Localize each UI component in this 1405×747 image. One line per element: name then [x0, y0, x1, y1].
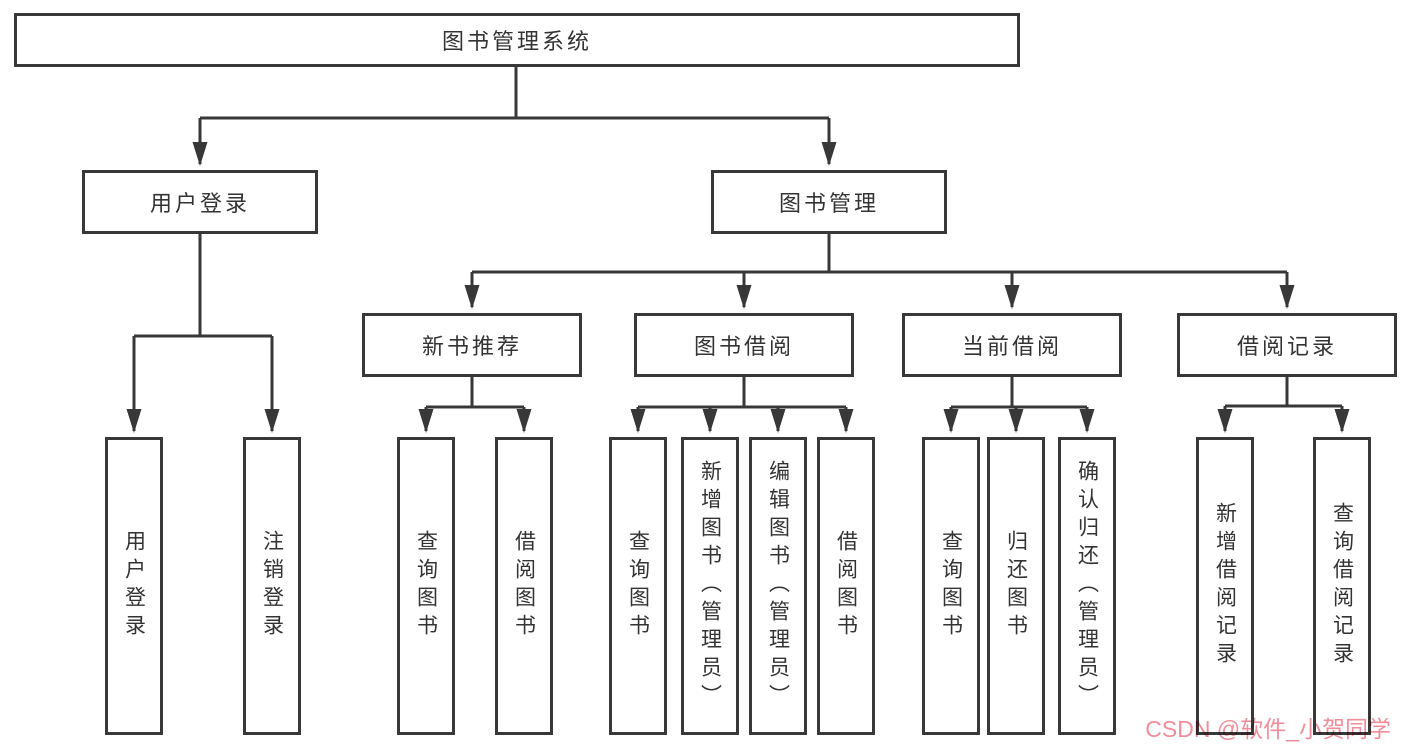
- leaf-br-add-record-label: 新增借阅记录: [1213, 502, 1237, 670]
- leaf-nb-query-books-label: 查询图书: [414, 530, 438, 642]
- connector-book-borrow-split: [638, 377, 846, 409]
- node-new-book-recommend: 新书推荐: [362, 313, 582, 377]
- leaf-bb-borrow-books: 借阅图书: [817, 437, 875, 735]
- leaf-logout: 注销登录: [243, 437, 301, 735]
- leaf-bb-query-books-label: 查询图书: [626, 530, 650, 642]
- connector-current-borrow-split: [951, 377, 1087, 409]
- leaf-nb-query-books: 查询图书: [397, 437, 455, 735]
- node-root-label: 图书管理系统: [441, 29, 592, 54]
- leaf-br-add-record: 新增借阅记录: [1196, 437, 1254, 735]
- node-current-borrow-label: 当前借阅: [961, 334, 1062, 359]
- leaf-bb-edit-books-admin-label: 编辑图书（管理员）: [766, 460, 790, 712]
- leaf-br-query-record: 查询借阅记录: [1313, 437, 1371, 735]
- leaf-cb-query-books-label: 查询图书: [939, 530, 963, 642]
- connector-new-book-split: [426, 377, 524, 409]
- leaf-nb-borrow-books-label: 借阅图书: [512, 530, 536, 642]
- node-book-management-label: 图书管理: [778, 191, 879, 216]
- node-book-borrow-label: 图书借阅: [693, 334, 794, 359]
- node-user-login-label: 用户登录: [149, 191, 250, 216]
- connector-root-stem: [200, 65, 829, 120]
- node-root: 图书管理系统: [14, 13, 1020, 67]
- leaf-user-login-label: 用户登录: [122, 530, 146, 642]
- leaf-cb-confirm-return-admin-label: 确认归还（管理员）: [1075, 460, 1099, 712]
- node-book-borrow: 图书借阅: [634, 313, 854, 377]
- leaf-cb-return-books-label: 归还图书: [1004, 530, 1028, 642]
- leaf-bb-borrow-books-label: 借阅图书: [834, 530, 858, 642]
- connector-book-management-split: [472, 234, 1287, 274]
- node-borrow-records-label: 借阅记录: [1236, 334, 1337, 359]
- leaf-bb-edit-books-admin: 编辑图书（管理员）: [749, 437, 807, 735]
- connector-user-login-split: [134, 234, 272, 338]
- node-borrow-records: 借阅记录: [1177, 313, 1397, 377]
- leaf-cb-confirm-return-admin: 确认归还（管理员）: [1058, 437, 1116, 735]
- leaf-cb-query-books: 查询图书: [922, 437, 980, 735]
- node-user-login: 用户登录: [82, 170, 318, 234]
- leaf-br-query-record-label: 查询借阅记录: [1330, 502, 1354, 670]
- leaf-cb-return-books: 归还图书: [987, 437, 1045, 735]
- leaf-bb-add-books-admin-label: 新增图书（管理员）: [698, 460, 722, 712]
- leaf-user-login: 用户登录: [105, 437, 163, 735]
- leaf-nb-borrow-books: 借阅图书: [495, 437, 553, 735]
- leaf-bb-query-books: 查询图书: [609, 437, 667, 735]
- connector-borrow-records-split: [1225, 377, 1342, 408]
- watermark: CSDN @软件_小贺同学: [1145, 716, 1391, 742]
- leaf-bb-add-books-admin: 新增图书（管理员）: [681, 437, 739, 735]
- node-current-borrow: 当前借阅: [902, 313, 1122, 377]
- node-new-book-recommend-label: 新书推荐: [421, 334, 522, 359]
- node-book-management: 图书管理: [711, 170, 947, 234]
- leaf-logout-label: 注销登录: [260, 530, 284, 642]
